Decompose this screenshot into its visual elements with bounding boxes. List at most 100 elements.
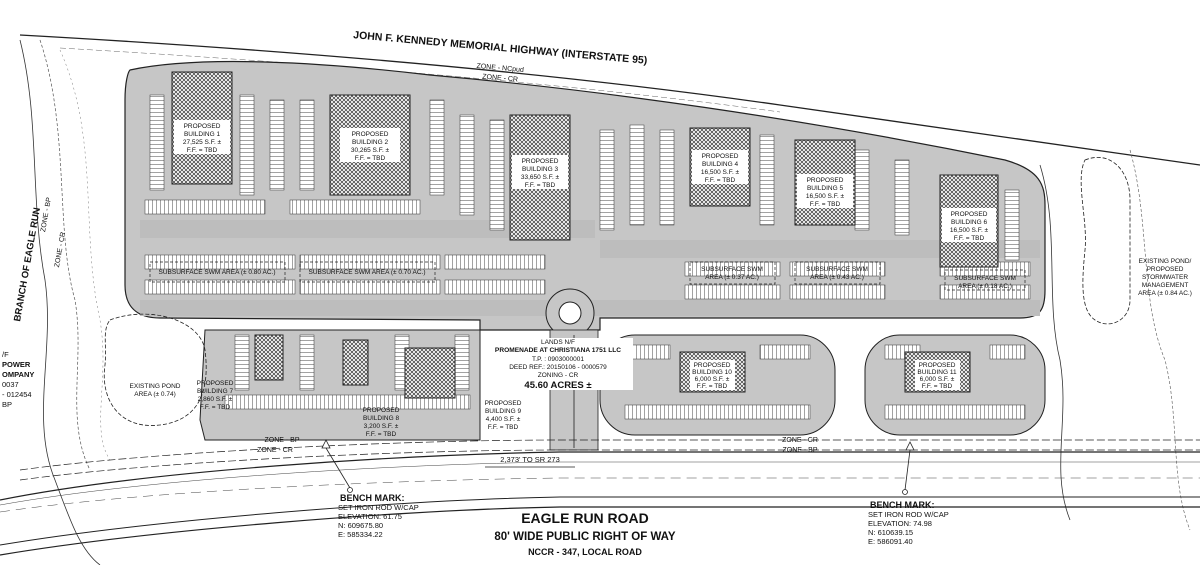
svg-text:16,500 S.F. ±: 16,500 S.F. ± bbox=[950, 227, 989, 234]
svg-text:16,500 S.F. ±: 16,500 S.F. ± bbox=[701, 169, 740, 176]
svg-text:BUILDING 4: BUILDING 4 bbox=[702, 161, 739, 168]
swm-areas bbox=[149, 261, 1026, 291]
svg-text:PROPOSED: PROPOSED bbox=[522, 158, 559, 165]
svg-text:PROPOSED: PROPOSED bbox=[363, 407, 400, 414]
svg-text:BUILDING 6: BUILDING 6 bbox=[951, 219, 988, 226]
site-info-1: LANDS N/F bbox=[541, 339, 575, 346]
left-pond-label-2: AREA (± 0.74) bbox=[134, 391, 176, 398]
svg-text:2,860 S.F. ±: 2,860 S.F. ± bbox=[198, 396, 233, 403]
svg-text:F.F. = TBD: F.F. = TBD bbox=[810, 201, 841, 208]
building-9 bbox=[404, 347, 456, 399]
zone-bp-bottom-left: ZONE - BP bbox=[264, 437, 299, 444]
building-8 bbox=[342, 339, 369, 386]
benchmark-right-line-2: ELEVATION: 74.98 bbox=[868, 519, 932, 528]
adj-frag-1: /F bbox=[2, 350, 9, 359]
benchmark-right-line-4: E: 586091.40 bbox=[868, 537, 913, 546]
svg-text:4,400 S.F. ±: 4,400 S.F. ± bbox=[486, 416, 521, 423]
svg-text:PROPOSED: PROPOSED bbox=[919, 362, 956, 369]
svg-text:BUILDING 10: BUILDING 10 bbox=[692, 369, 732, 376]
svg-text:BUILDING 8: BUILDING 8 bbox=[363, 415, 400, 422]
svg-text:F.F. = TBD: F.F. = TBD bbox=[922, 383, 953, 390]
adj-frag-4: 0037 bbox=[2, 380, 19, 389]
svg-text:30,265 S.F. ±: 30,265 S.F. ± bbox=[351, 147, 390, 154]
swm-area-4-label-2: AREA (± 0.43 AC.) bbox=[810, 274, 864, 281]
zone-bp-bottom-right: ZONE - BP bbox=[782, 447, 817, 454]
swm-area-1-label: SUBSURFACE SWM AREA (± 0.80 AC.) bbox=[159, 269, 276, 276]
right-pond-label-1: EXISTING POND/ bbox=[1139, 258, 1192, 265]
svg-text:BUILDING 2: BUILDING 2 bbox=[352, 139, 389, 146]
svg-text:F.F. = TBD: F.F. = TBD bbox=[488, 424, 519, 431]
benchmark-leaders bbox=[321, 439, 915, 495]
swm-area-3-label-1: SUBSURFACE SWM bbox=[701, 266, 763, 273]
adj-frag-3: OMPANY bbox=[2, 370, 34, 379]
svg-text:16,500 S.F. ±: 16,500 S.F. ± bbox=[806, 193, 845, 200]
right-pond-label-4: MANAGEMENT bbox=[1142, 282, 1189, 289]
svg-text:F.F. = TBD: F.F. = TBD bbox=[697, 383, 728, 390]
right-pond-label-2: PROPOSED bbox=[1147, 266, 1184, 273]
pond-labels: EXISTING POND AREA (± 0.74) EXISTING PON… bbox=[130, 258, 1192, 398]
benchmark-right-line-3: N: 610639.15 bbox=[868, 528, 913, 537]
svg-text:PROPOSED: PROPOSED bbox=[951, 211, 988, 218]
svg-text:F.F. = TBD: F.F. = TBD bbox=[187, 147, 218, 154]
zone-cr-bottom-left: ZONE - CR bbox=[257, 447, 293, 454]
svg-text:27,525 S.F. ±: 27,525 S.F. ± bbox=[183, 139, 222, 146]
site-info-5: ZONING - CR bbox=[538, 372, 579, 379]
svg-text:F.F. = TBD: F.F. = TBD bbox=[705, 177, 736, 184]
svg-text:BUILDING 9: BUILDING 9 bbox=[485, 408, 522, 415]
benchmark-right: BENCH MARK: SET IRON ROD W/CAP ELEVATION… bbox=[868, 500, 949, 546]
left-pond-label-1: EXISTING POND bbox=[130, 383, 181, 390]
svg-text:BUILDING 7: BUILDING 7 bbox=[197, 388, 234, 395]
zone-ncpud: ZONE - NCpud bbox=[476, 63, 524, 74]
site-info-2: PROMENADE AT CHRISTIANA 1751 LLC bbox=[495, 347, 621, 354]
zone-cr-left: ZONE - CR bbox=[54, 232, 67, 268]
adj-frag-2: POWER bbox=[2, 360, 31, 369]
svg-text:F.F. = TBD: F.F. = TBD bbox=[525, 182, 556, 189]
svg-text:PROPOSED: PROPOSED bbox=[485, 400, 522, 407]
adj-frag-5: - 012454 bbox=[2, 390, 32, 399]
zone-cr-top: ZONE - CR bbox=[482, 73, 518, 83]
zone-lines bbox=[19, 439, 1200, 481]
road-title: EAGLE RUN ROAD 80' WIDE PUBLIC RIGHT OF … bbox=[494, 510, 676, 557]
eagle-run-road bbox=[0, 451, 1200, 556]
svg-text:BUILDING 3: BUILDING 3 bbox=[522, 166, 559, 173]
benchmark-left-line-3: N: 609675.80 bbox=[338, 521, 383, 530]
svg-text:33,650 S.F. ±: 33,650 S.F. ± bbox=[521, 174, 560, 181]
adj-frag-6: BP bbox=[2, 400, 12, 409]
svg-text:F.F. = TBD: F.F. = TBD bbox=[200, 404, 231, 411]
right-pond-label-5: AREA (± 0.84 AC.) bbox=[1138, 290, 1192, 297]
road-row: 80' WIDE PUBLIC RIGHT OF WAY bbox=[494, 531, 676, 543]
left-pond bbox=[103, 313, 207, 426]
road-class: NCCR - 347, LOCAL ROAD bbox=[528, 547, 642, 557]
svg-text:F.F. = TBD: F.F. = TBD bbox=[355, 155, 386, 162]
swm-area-5-label-1: SUBSURFACE SWM bbox=[954, 275, 1016, 282]
roundabout bbox=[545, 288, 595, 338]
benchmark-left-line-1: SET IRON ROD W/CAP bbox=[338, 503, 419, 512]
svg-text:PROPOSED: PROPOSED bbox=[197, 380, 234, 387]
svg-text:BUILDING 11: BUILDING 11 bbox=[917, 369, 957, 376]
right-pond bbox=[1080, 157, 1131, 325]
right-pond-label-3: STORMWATER bbox=[1142, 274, 1188, 281]
swm-area-3-label-2: AREA (± 0.37 AC.) bbox=[705, 274, 759, 281]
benchmark-left-title: BENCH MARK: bbox=[340, 493, 405, 503]
building-7 bbox=[254, 334, 284, 381]
acreage: 45.60 ACRES ± bbox=[524, 380, 591, 391]
stream-branch bbox=[19, 39, 111, 565]
svg-text:3,200 S.F. ±: 3,200 S.F. ± bbox=[364, 423, 399, 430]
highway-lines bbox=[19, 34, 1200, 166]
svg-text:PROPOSED: PROPOSED bbox=[352, 131, 389, 138]
site-info: LANDS N/F PROMENADE AT CHRISTIANA 1751 L… bbox=[483, 338, 633, 391]
swm-area-5-label-2: AREA (± 0.18 AC.) bbox=[958, 283, 1012, 290]
svg-text:F.F. = TBD: F.F. = TBD bbox=[954, 235, 985, 242]
swm-area-4-label-1: SUBSURFACE SWM bbox=[806, 266, 868, 273]
distance-to-sr273: 2,373' TO SR 273 bbox=[500, 455, 560, 464]
svg-text:F.F. = TBD: F.F. = TBD bbox=[366, 431, 397, 438]
